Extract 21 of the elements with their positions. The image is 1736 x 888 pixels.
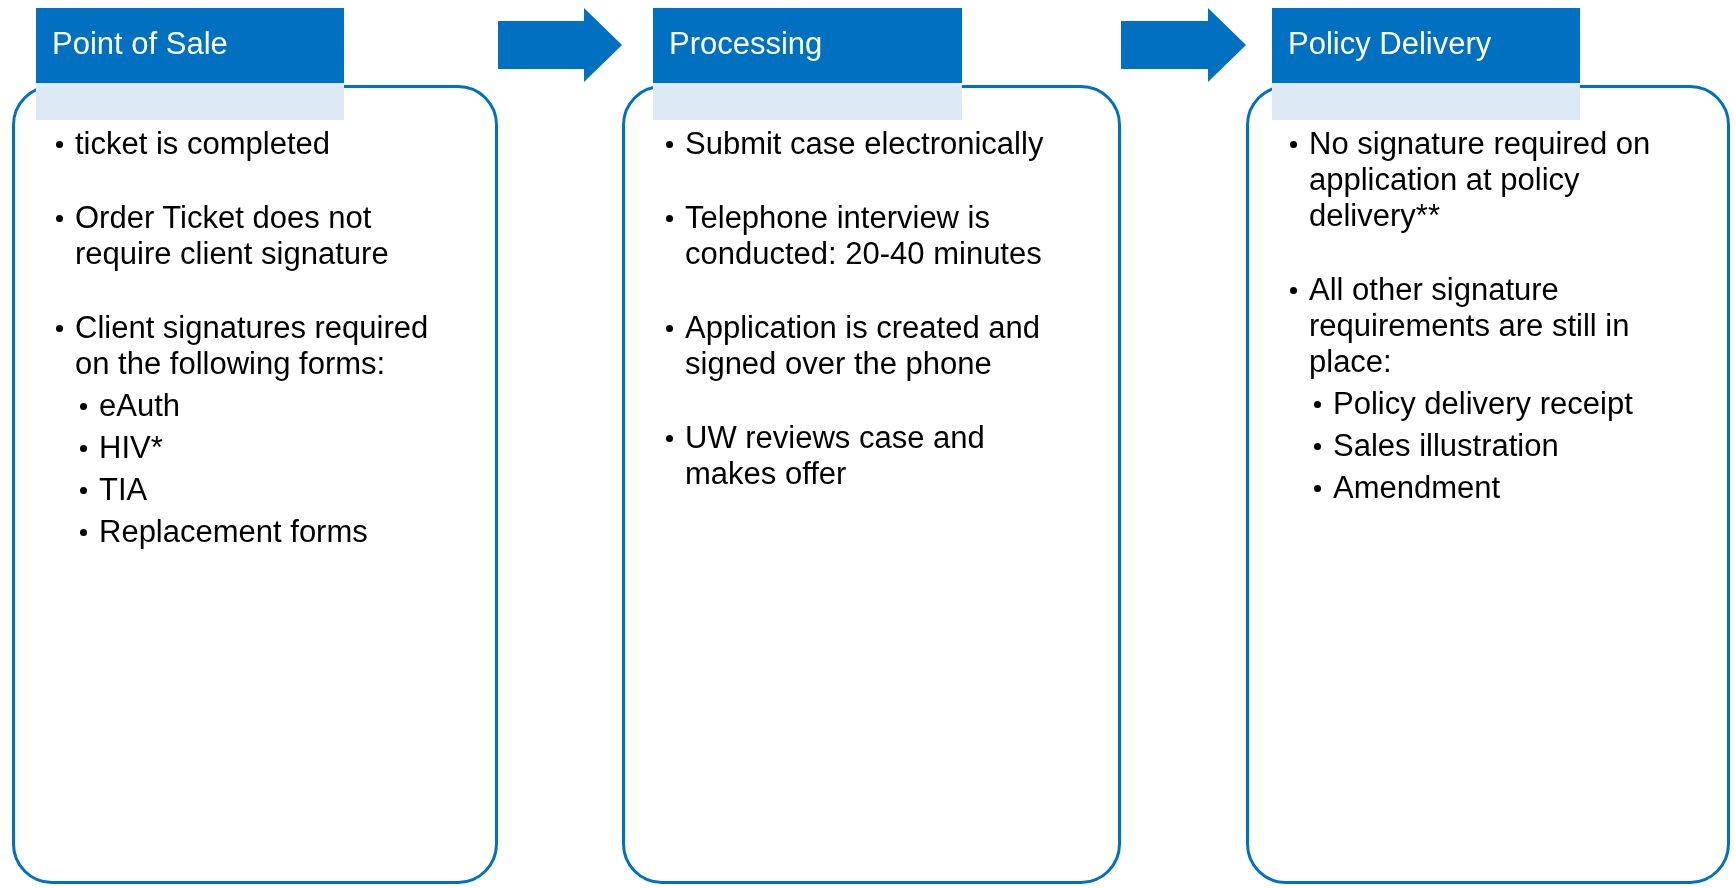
bullet-item: No signature required on application at policy delivery** [1309, 126, 1652, 234]
block-arrow [498, 8, 622, 82]
stage-header: Policy Delivery [1272, 8, 1580, 120]
bullet-item: Amendment [1333, 470, 1501, 506]
bullet-item: Replacement forms [99, 514, 368, 550]
bullet-item: All other signature requirements are still in place: [1309, 272, 1631, 380]
bullet-item: Client signatures required on the following forms: [75, 310, 430, 382]
bullet-item: HIV* [99, 430, 163, 466]
stage-header: Processing [653, 8, 962, 120]
bullet-item: Application is created and signed over the phone [685, 310, 1041, 382]
bullet-item: Sales illustration [1333, 428, 1559, 464]
bullet-item: Submit case electronically [685, 126, 1044, 162]
bullet-item: TIA [99, 472, 148, 508]
bullet-item: Policy delivery receipt [1333, 386, 1633, 422]
bullet-item: UW reviews case and makes offer [685, 420, 986, 492]
block-arrow [1121, 8, 1246, 82]
bullet-item: Order Ticket does not require client signature [75, 200, 390, 272]
stage-header: Point of Sale [36, 8, 344, 120]
bullet-item: eAuth [99, 388, 180, 424]
bullet-item: ticket is completed [75, 126, 330, 162]
bullet-item: Telephone interview is conducted: 20-40 minutes [685, 200, 1043, 272]
